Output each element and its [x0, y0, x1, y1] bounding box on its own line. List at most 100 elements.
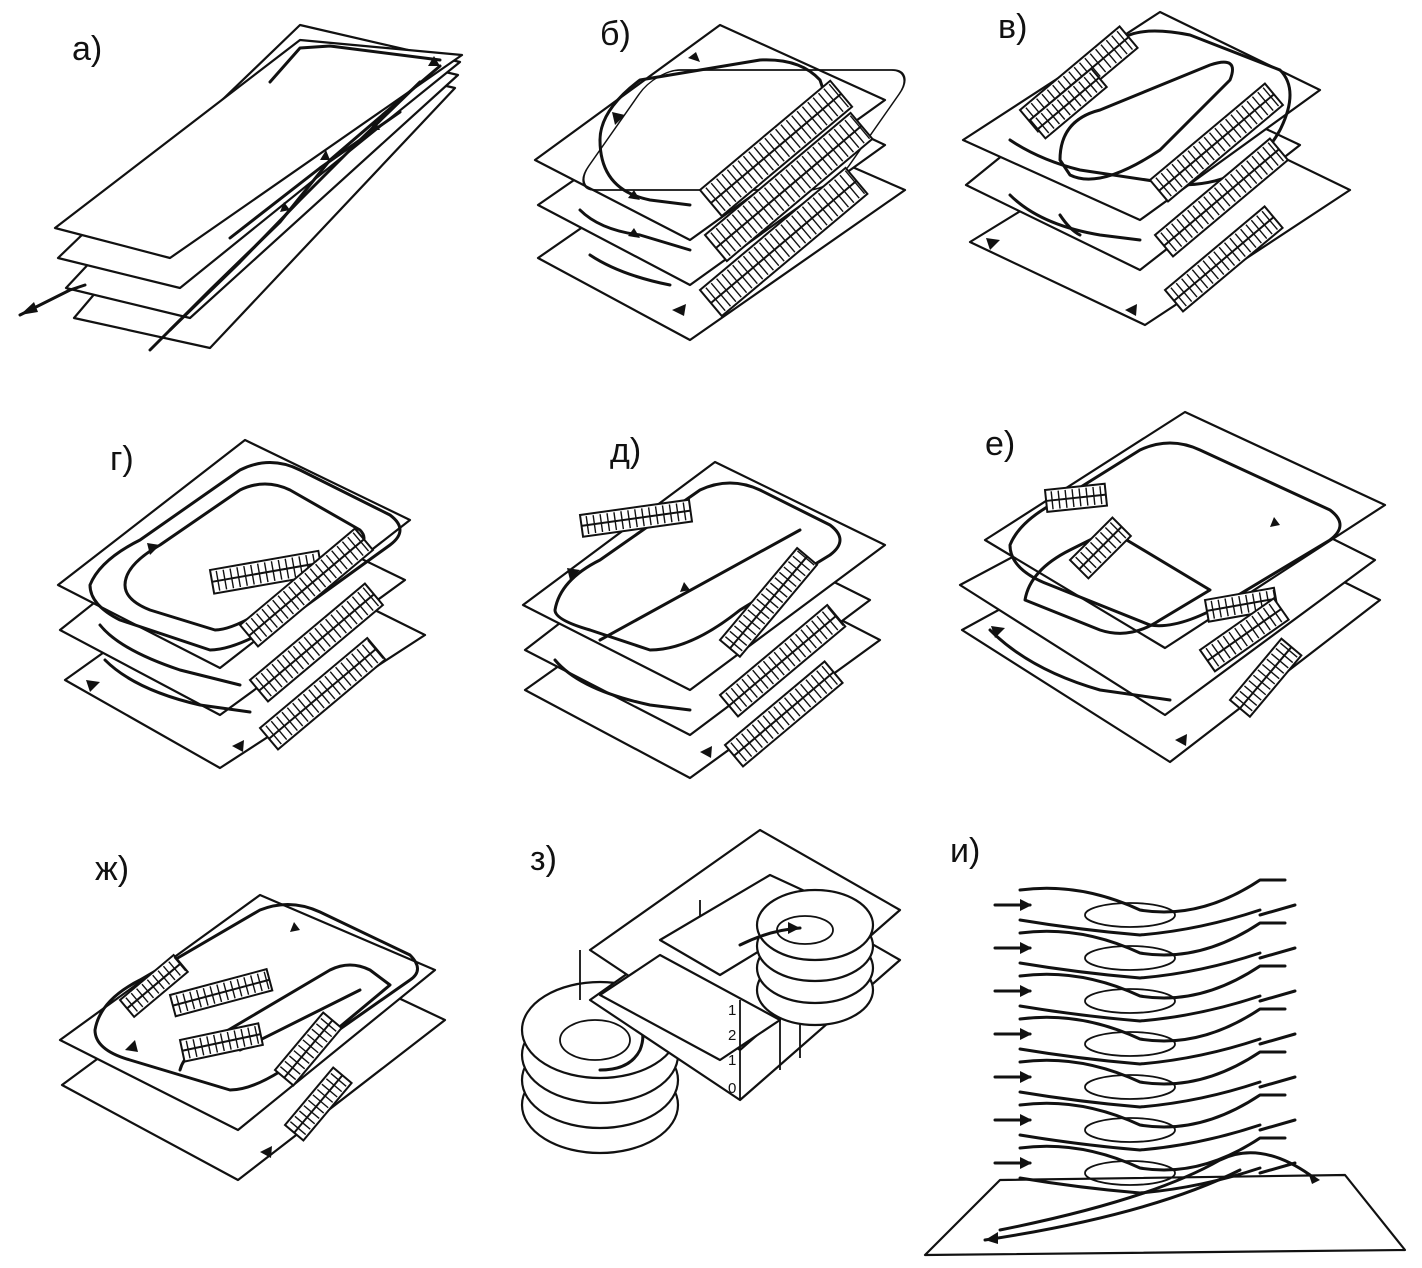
- i-layer: [993, 1050, 1297, 1109]
- panel-z-right-rolls: [738, 888, 875, 1027]
- ladder-band: [1153, 137, 1290, 258]
- arrow-b-1: [612, 112, 625, 125]
- ladder-band: [168, 967, 274, 1018]
- ladder-band: [1148, 82, 1285, 203]
- panel-a-planes: [53, 23, 464, 350]
- arrow-g-2: [86, 680, 100, 692]
- ladder-band: [703, 111, 874, 263]
- ladder-band: [238, 527, 375, 648]
- arrow-g-3: [232, 740, 244, 752]
- arrow-zh-3: [260, 1146, 272, 1158]
- level-label-2: 2: [728, 1027, 736, 1044]
- arrow-i-base-2: [1308, 1172, 1320, 1184]
- panel-i-layers: [993, 878, 1297, 1195]
- arrow-b-2: [688, 52, 700, 62]
- panel-g: г): [56, 438, 427, 770]
- panel-label-e: е): [985, 425, 1015, 463]
- panel-label-z: з): [530, 840, 557, 878]
- panel-b-ladders: [698, 79, 874, 318]
- panel-label-zh: ж): [95, 850, 129, 888]
- panel-i: и): [923, 832, 1407, 1257]
- panel-a-streamlines: [18, 44, 442, 352]
- panel-label-b: б): [600, 15, 631, 53]
- arrow-a-4: [280, 202, 290, 212]
- arrow-b-3: [628, 190, 640, 200]
- plane-e-top: [983, 410, 1387, 650]
- arrow-g-1: [147, 543, 160, 555]
- ladder-band: [178, 1022, 265, 1063]
- ladder-band: [723, 660, 844, 768]
- panel-zh-ladders: [118, 953, 354, 1142]
- level-label-3: 1: [728, 1052, 736, 1069]
- panel-v-ladders: [1018, 25, 1290, 313]
- arrow-z-1: [788, 922, 800, 934]
- arrow-d-3: [700, 746, 712, 758]
- arrow-b-5: [672, 304, 686, 316]
- arrow-a-5: [370, 120, 380, 130]
- ladder-band: [1043, 482, 1109, 513]
- ladder-band: [578, 498, 694, 538]
- arrow-d-2: [680, 582, 690, 592]
- panel-label-g: г): [110, 440, 134, 478]
- ladder-band: [273, 1011, 344, 1087]
- panel-g-cells: [86, 461, 402, 752]
- arrow-e-2: [1270, 517, 1280, 527]
- panel-d-cells: [553, 481, 842, 758]
- ladder-band: [1228, 637, 1303, 719]
- i-layer: [993, 1093, 1297, 1152]
- arrow-e-3: [1175, 734, 1187, 746]
- arrow-v-2: [1125, 304, 1137, 316]
- ladder-band: [1068, 516, 1133, 580]
- ladder-band: [248, 582, 385, 703]
- panel-label-i: и): [950, 832, 980, 870]
- ladder-band: [718, 603, 847, 718]
- panel-b-cells: [578, 52, 906, 316]
- panel-zh: ж): [58, 850, 447, 1182]
- panel-e-ladders: [1043, 482, 1303, 719]
- panel-label-d: д): [610, 432, 641, 470]
- panel-d-ladders: [578, 498, 847, 768]
- i-layer: [993, 1007, 1297, 1066]
- panel-d: д): [521, 432, 887, 780]
- panel-label-a: а): [72, 30, 102, 68]
- arrow-v-1: [986, 238, 1000, 250]
- ladder-band: [1028, 67, 1109, 140]
- panel-g-ladders: [208, 527, 387, 751]
- arrow-a-1: [20, 302, 38, 315]
- i-layer: [993, 878, 1297, 937]
- panel-e-planes: [958, 410, 1387, 764]
- arrow-zh-1: [125, 1040, 138, 1052]
- panel-v-planes: [961, 10, 1352, 327]
- ladder-band: [1163, 205, 1284, 313]
- panel-label-v: в): [998, 8, 1027, 46]
- panel-a: а): [18, 23, 464, 352]
- panel-z: з) 1 2 1 0: [520, 828, 902, 1155]
- arrow-i-base-1: [985, 1232, 998, 1244]
- arrow-d-1: [567, 568, 580, 580]
- plane-g-top: [56, 438, 412, 670]
- panel-v-cells: [986, 29, 1292, 316]
- arrow-a-3: [320, 150, 330, 160]
- arrow-a-2: [428, 56, 440, 66]
- i-layer: [993, 964, 1297, 1023]
- arrow-e-1: [991, 626, 1005, 638]
- plane-b-top: [533, 23, 887, 242]
- ladder-band: [283, 1066, 354, 1142]
- panel-b: б): [533, 15, 907, 342]
- ladder-band: [718, 546, 819, 659]
- plane-a-top: [53, 38, 464, 260]
- ladder-band: [258, 636, 387, 751]
- i-layer: [993, 921, 1297, 980]
- ladder-band: [698, 79, 854, 218]
- ladder-band: [118, 953, 190, 1019]
- level-label-1: 1: [728, 1002, 736, 1019]
- ladder-band: [1198, 596, 1291, 673]
- ladder-band: [698, 166, 869, 318]
- i-layer: [993, 1136, 1297, 1195]
- arrow-b-4: [628, 228, 640, 238]
- plane-zh-top: [58, 893, 437, 1132]
- panel-v: в): [961, 8, 1352, 327]
- ladder-band: [1203, 586, 1279, 623]
